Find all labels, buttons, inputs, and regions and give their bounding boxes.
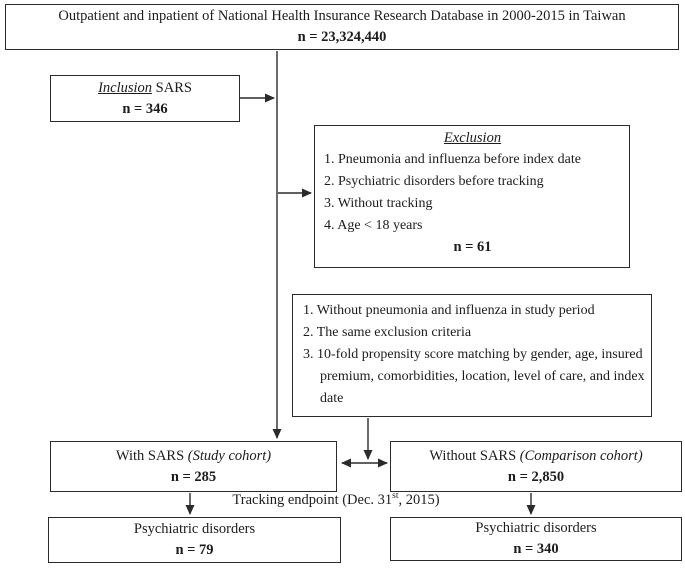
outcome-comparison-n: n = 340 — [513, 541, 559, 557]
matching-item: 1. Without pneumonia and influenza in st… — [303, 303, 595, 318]
comparison-cohort-note: (Comparison cohort) — [519, 447, 643, 464]
database-n: n = 23,324,440 — [297, 29, 387, 45]
study-cohort-box: With SARS (Study cohort) n = 285 — [50, 441, 337, 492]
exclusion-title-row: Exclusion — [324, 128, 621, 149]
outcome-comparison-box: Psychiatric disorders n = 340 — [390, 517, 682, 561]
exclusion-n: n = 61 — [453, 239, 492, 255]
exclusion-item: 4. Age < 18 years — [324, 218, 423, 233]
inclusion-n: n = 346 — [122, 100, 168, 117]
exclusion-title: Exclusion — [443, 130, 502, 146]
tracking-endpoint-sup: st — [392, 491, 399, 502]
inclusion-label: Inclusion SARS — [51, 78, 239, 99]
database-label: Outpatient and inpatient of National Hea… — [58, 8, 626, 24]
exclusion-item: 3. Without tracking — [324, 196, 433, 211]
tracking-endpoint-suffix: , 2015) — [398, 492, 440, 508]
comparison-cohort-n: n = 2,850 — [507, 468, 565, 485]
study-cohort-label: With SARS — [115, 447, 185, 464]
comparison-cohort-box: Without SARS (Comparison cohort) n = 2,8… — [390, 441, 682, 492]
inclusion-title: Inclusion — [98, 79, 153, 96]
exclusion-item: 1. Pneumonia and influenza before index … — [324, 152, 581, 167]
outcome-comparison-label: Psychiatric disorders — [475, 520, 597, 536]
study-cohort-label-row: With SARS (Study cohort) — [51, 446, 336, 467]
inclusion-box: Inclusion SARS n = 346 — [50, 75, 240, 122]
study-cohort-n: n = 285 — [170, 468, 217, 485]
tracking-endpoint-label: Tracking endpoint (Dec. 31st, 2015) — [211, 491, 461, 509]
outcome-study-box: Psychiatric disorders n = 79 — [48, 517, 341, 563]
database-box: Outpatient and inpatient of National Hea… — [5, 4, 679, 50]
comparison-cohort-label-row: Without SARS (Comparison cohort) — [391, 446, 681, 467]
outcome-study-label: Psychiatric disorders — [133, 521, 256, 537]
matching-item: 2. The same exclusion criteria — [303, 325, 472, 340]
matching-item: 3. 10-fold propensity score matching by … — [303, 347, 645, 406]
matching-box: 1. Without pneumonia and influenza in st… — [292, 294, 652, 417]
tracking-endpoint-prefix: Tracking endpoint (Dec. 31 — [232, 492, 393, 508]
exclusion-item: 2. Psychiatric disorders before tracking — [324, 174, 544, 189]
inclusion-title-rest: SARS — [155, 79, 192, 96]
exclusion-box: Exclusion 1. Pneumonia and influenza bef… — [314, 125, 630, 268]
outcome-study-n: n = 79 — [175, 542, 214, 558]
study-cohort-note: (Study cohort) — [187, 447, 272, 464]
comparison-cohort-label: Without SARS — [429, 447, 517, 464]
